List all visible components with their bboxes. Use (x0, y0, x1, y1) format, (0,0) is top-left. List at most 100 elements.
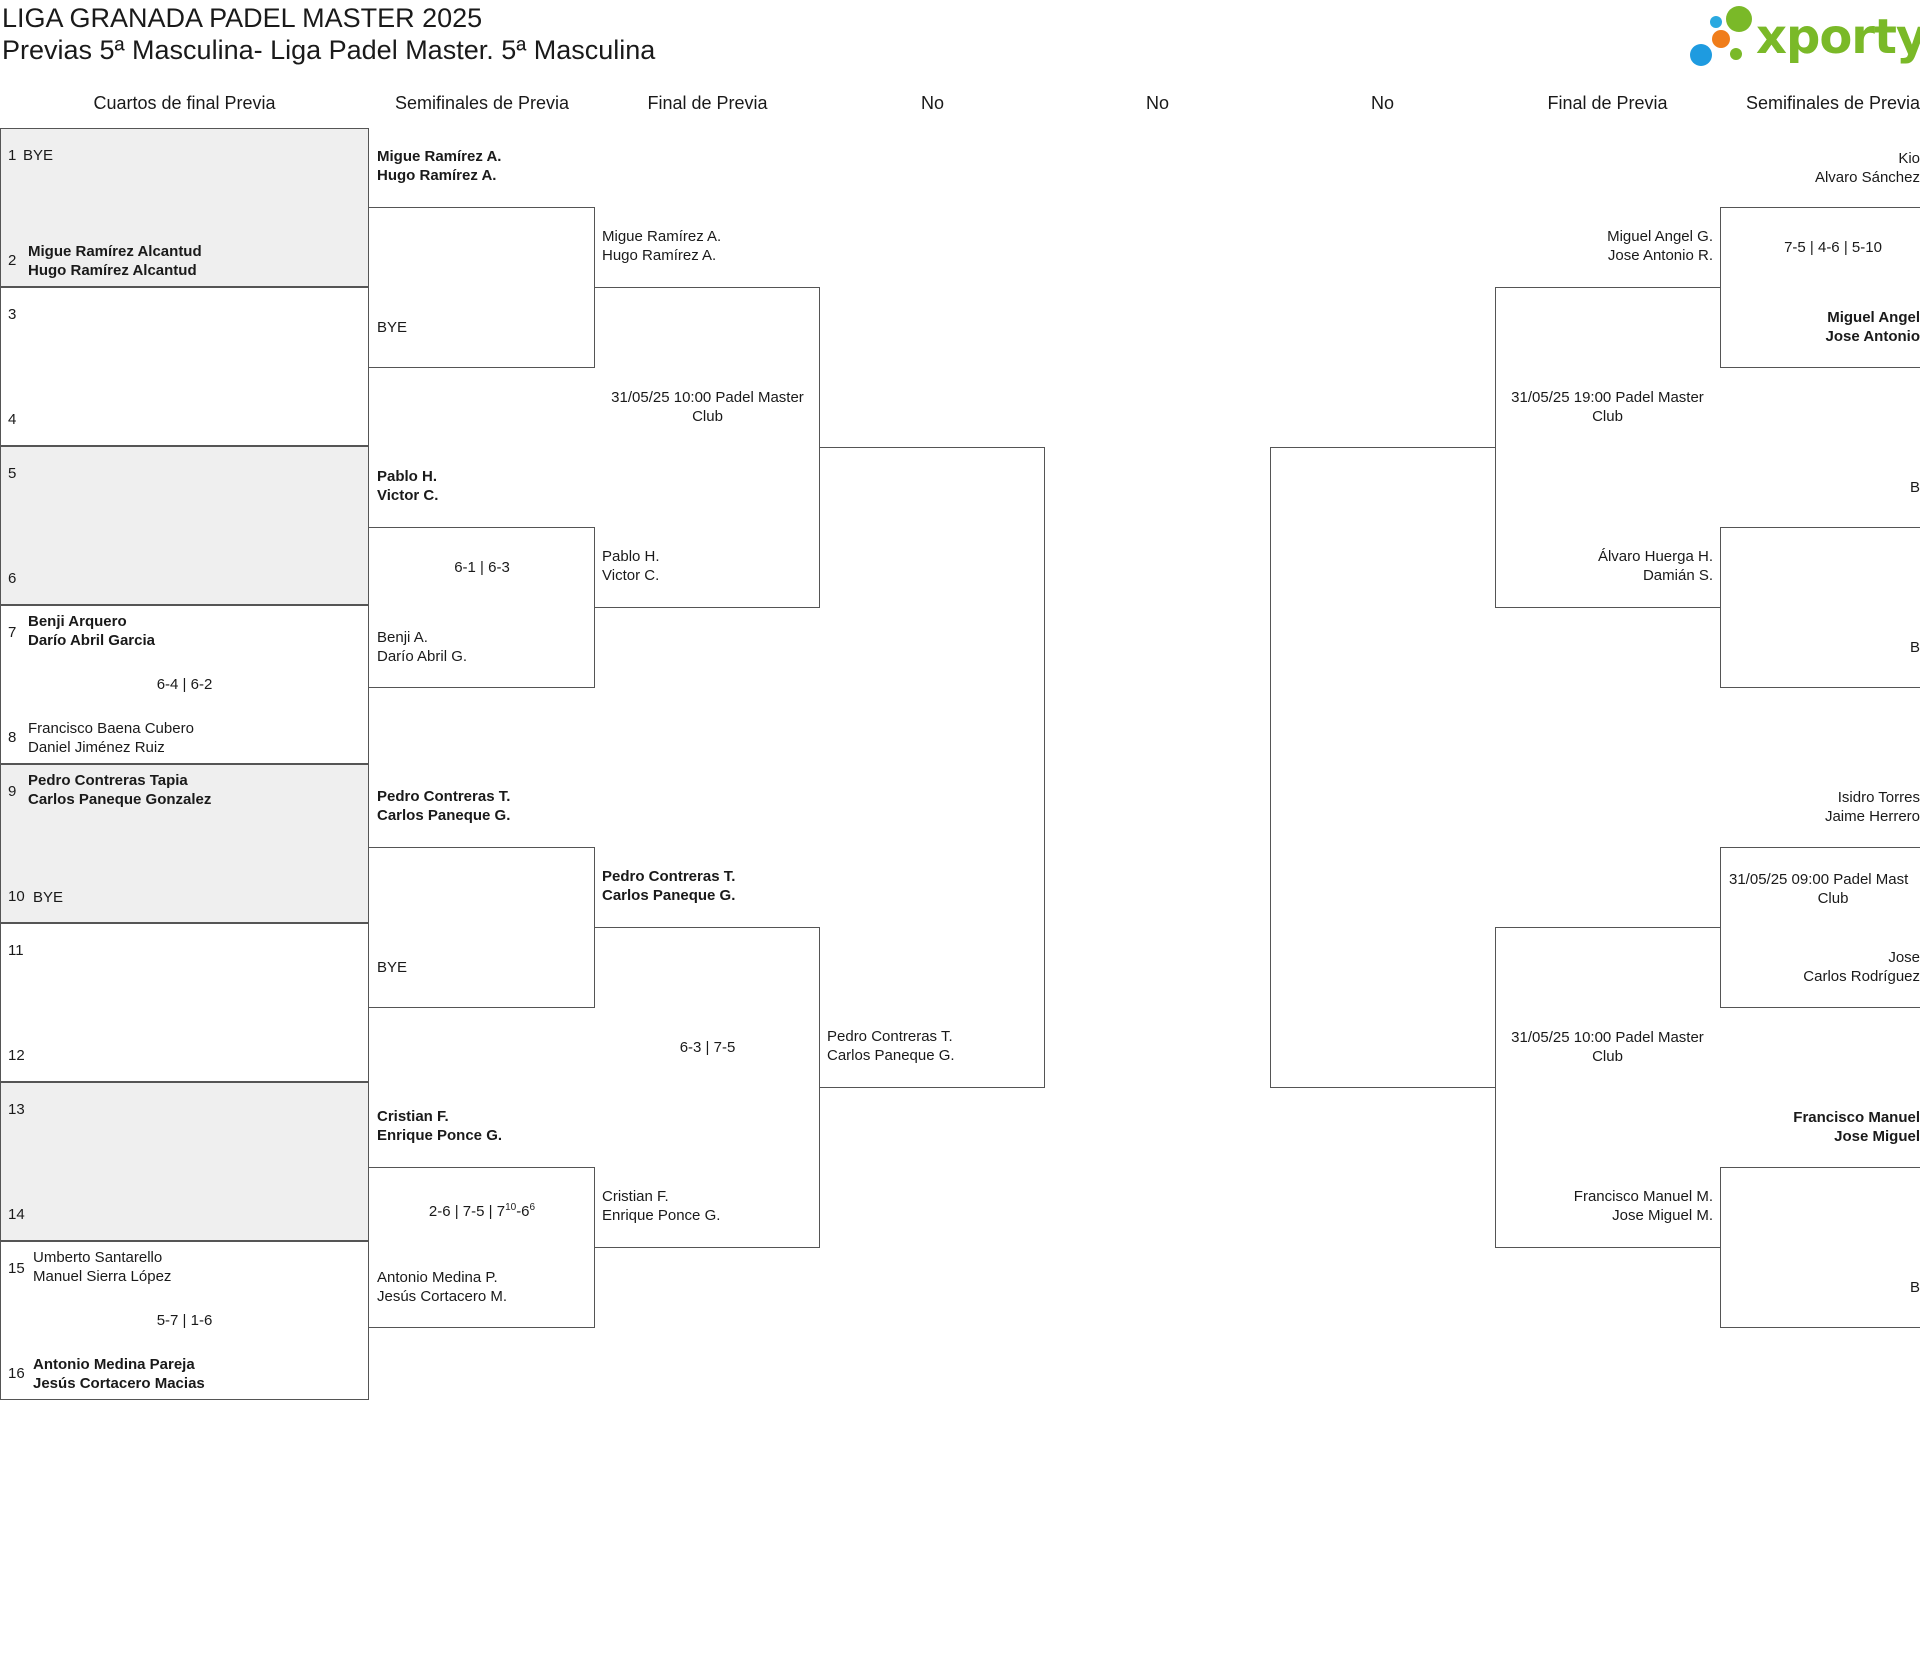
seed-number: 2 (8, 252, 17, 269)
team-name: Francisco Manuel (1793, 1109, 1920, 1126)
match-score: 6-1 | 6-3 (454, 559, 510, 576)
team-name: Pedro Contreras Tapia (28, 772, 188, 789)
team-name: Manuel Sierra López (33, 1268, 172, 1285)
column-header-quarterfinals: Cuartos de final Previa (93, 93, 276, 113)
team-name: Carlos Paneque G. (377, 807, 511, 824)
column-header-final-right: Final de Previa (1547, 93, 1668, 113)
team-name: Jesús Cortacero M. (377, 1288, 508, 1305)
team-name: Migue Ramírez A. (377, 148, 502, 165)
seed-number: 8 (8, 729, 17, 746)
team-name: Antonio Medina Pareja (33, 1356, 195, 1373)
seed-number: 5 (8, 465, 17, 482)
team-name: B (1909, 639, 1920, 656)
column-header-no-2: No (1145, 93, 1169, 113)
bracket-connector (1720, 847, 1920, 1008)
team-name: Hugo Ramírez Alcantud (28, 262, 197, 279)
match-box[interactable]: 15 Umberto Santarello Manuel Sierra Lópe… (0, 1241, 369, 1400)
team-name: Enrique Ponce G. (377, 1127, 503, 1144)
team-name: BYE (377, 959, 408, 976)
seed-number: 15 (8, 1260, 25, 1277)
column-header-final: Final de Previa (647, 93, 768, 113)
team-name: Hugo Ramírez A. (602, 247, 717, 264)
logo-dot-orange (1712, 30, 1730, 48)
bracket-connector (1495, 927, 1720, 1248)
team-name: Victor C. (602, 567, 660, 584)
team-name: Jose Miguel M. (1612, 1207, 1713, 1224)
match-box[interactable]: 11 12 (0, 923, 369, 1082)
bracket-connector (1720, 207, 1920, 368)
column-header-no-1: No (920, 93, 944, 113)
team-name: Pedro Contreras T. (827, 1028, 953, 1045)
match-box[interactable]: 3 4 (0, 287, 369, 446)
logo-dot-blue (1690, 44, 1712, 66)
column-header-semifinals: Semifinales de Previa (394, 93, 570, 113)
seed-number: 7 (8, 624, 17, 641)
team-name: Alvaro Sánchez (1814, 169, 1920, 186)
team-name: BYE (23, 147, 54, 164)
seed-number: 10 (8, 888, 25, 905)
team-name: Pedro Contreras T. (602, 868, 736, 885)
team-name: Victor C. (377, 487, 439, 504)
column-header-semifinals-right: Semifinales de Previa (1745, 93, 1920, 113)
team-name: Jose Antonio (1825, 328, 1920, 345)
team-name: Enrique Ponce G. (602, 1207, 721, 1224)
team-name: Umberto Santarello (33, 1249, 163, 1266)
team-name: Jose Antonio R. (1607, 247, 1713, 264)
seed-number: 1 (8, 147, 17, 164)
team-name: Cristian F. (602, 1188, 669, 1205)
logo-dot-green-small (1730, 48, 1742, 60)
match-score: 5-7 | 1-6 (156, 1312, 213, 1329)
team-name: Benji A. (377, 629, 428, 646)
bracket-connector (595, 287, 820, 608)
team-name: Isidro Torres (1837, 789, 1920, 806)
bracket-connector (369, 207, 595, 368)
team-name: BYE (33, 889, 64, 906)
team-name: Carlos Paneque Gonzalez (28, 791, 212, 808)
team-name: Jesús Cortacero Macias (33, 1375, 205, 1392)
bracket-connector (369, 847, 595, 1008)
logo-dot-cyan (1710, 16, 1722, 28)
team-name: Cristian F. (377, 1108, 449, 1125)
page-title: LIGA GRANADA PADEL MASTER 2025 (2, 3, 483, 33)
column-header-no-3: No (1370, 93, 1394, 113)
seed-number: 4 (8, 411, 17, 428)
team-name: Álvaro Huerga H. (1597, 548, 1713, 565)
team-name: B (1909, 1279, 1920, 1296)
match-info: 31/05/25 10:00 Padel Master Club (1511, 1029, 1704, 1065)
match-box[interactable]: 13 14 (0, 1082, 369, 1241)
bracket-connector (820, 447, 1045, 1088)
match-score: 2-6 | 7-5 | 710-66 (428, 1202, 536, 1220)
bracket-connector (369, 527, 595, 688)
team-name: Carlos Rodríguez (1803, 968, 1920, 985)
team-name: Jose Miguel (1834, 1128, 1920, 1145)
match-box[interactable]: 7 Benji Arquero Darío Abril Garcia 6-4 |… (0, 605, 369, 764)
logo-wordmark: xporty (1756, 9, 1920, 65)
team-name: Kio (1898, 150, 1920, 167)
match-info: 31/05/25 09:00 Padel Mast (1729, 871, 1909, 888)
bracket-connector (1720, 527, 1920, 688)
match-score: 6-4 | 6-2 (156, 676, 213, 693)
xporty-logo[interactable]: xporty (1690, 4, 1920, 70)
bracket-connector (595, 927, 820, 1248)
seed-number: 9 (8, 783, 17, 800)
seed-number: 14 (8, 1206, 25, 1223)
match-score: 6-3 | 7-5 (679, 1039, 736, 1056)
team-name: Darío Abril G. (377, 648, 468, 665)
team-name: Carlos Paneque G. (827, 1047, 955, 1064)
team-name: Benji Arquero (28, 613, 127, 630)
seed-number: 12 (8, 1047, 25, 1064)
team-name: Daniel Jiménez Ruiz (28, 739, 165, 756)
team-name: Miguel Angel (1827, 309, 1920, 326)
page-subtitle: Previas 5ª Masculina- Liga Padel Master.… (2, 35, 656, 65)
team-name: Jaime Herrero (1824, 808, 1920, 825)
match-info: 31/05/25 19:00 Padel Master Club (1511, 389, 1704, 425)
bracket-connector (369, 1167, 595, 1328)
match-box[interactable]: 5 6 (0, 446, 369, 605)
match-box[interactable]: 1 BYE 2 Migue Ramírez Alcantud Hugo Ramí… (0, 128, 369, 287)
seed-number: 3 (8, 306, 17, 323)
match-box[interactable]: 9 Pedro Contreras Tapia Carlos Paneque G… (0, 764, 369, 923)
seed-number: 16 (8, 1365, 25, 1382)
team-name: Jose (1888, 949, 1920, 966)
seed-number: 6 (8, 570, 17, 587)
team-name: Darío Abril Garcia (28, 632, 155, 649)
